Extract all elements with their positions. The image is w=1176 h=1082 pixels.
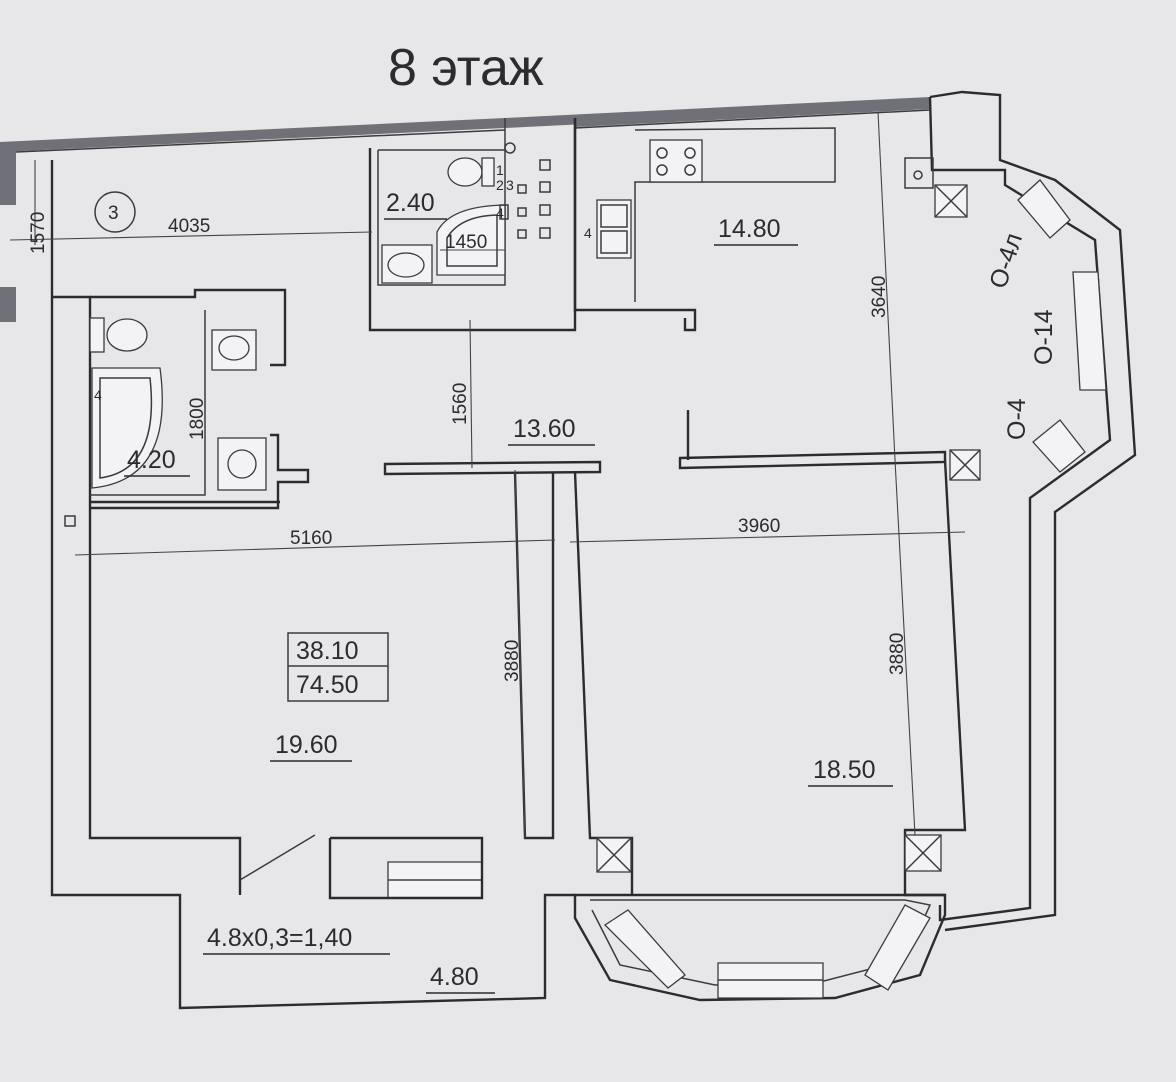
bay-window-mid bbox=[1072, 271, 1107, 391]
dim-1560: 1560 bbox=[450, 383, 471, 425]
stove-icon bbox=[649, 139, 703, 183]
small-sink-icon bbox=[381, 244, 433, 284]
dim-3640: 3640 bbox=[869, 276, 890, 318]
apartment-number-circle bbox=[94, 191, 136, 233]
hall-partition-left bbox=[383, 460, 602, 476]
room-area-bathroom-small: 2.40 bbox=[386, 189, 435, 217]
center-wall-right bbox=[573, 471, 634, 895]
fixture-label-3: 3 bbox=[506, 177, 514, 193]
left-inner-wall bbox=[52, 295, 242, 895]
dim-4035: 4035 bbox=[168, 216, 210, 237]
living-area: 38.10 bbox=[296, 637, 359, 665]
right-exterior-wall bbox=[928, 96, 1112, 922]
room-area-balcony: 4.80 bbox=[430, 963, 479, 991]
dim-1570: 1570 bbox=[28, 212, 49, 254]
totals-box bbox=[287, 632, 389, 702]
right-outer-wall bbox=[929, 90, 1137, 932]
top-wall-hatch bbox=[0, 97, 930, 152]
fixture-squares bbox=[499, 159, 551, 239]
dim-3880-right: 3880 bbox=[887, 633, 908, 675]
fixture-label-1: 1 bbox=[496, 162, 504, 178]
dim-1800: 1800 bbox=[187, 398, 208, 440]
left-wall-stub-2 bbox=[0, 287, 16, 322]
fixture-label-bathtub: 4 bbox=[94, 387, 102, 403]
top-wall-line-right bbox=[574, 109, 931, 129]
hall-partition-right bbox=[678, 450, 947, 470]
dim-3960: 3960 bbox=[738, 516, 780, 537]
toilet-small-icon bbox=[447, 142, 516, 187]
window-label-1: О-4л bbox=[984, 230, 1028, 292]
vent-shaft-top bbox=[934, 184, 968, 218]
bay-window-top bbox=[1017, 179, 1071, 239]
fixture-label-4: 4 bbox=[496, 205, 504, 221]
bay-window-left bbox=[603, 909, 686, 989]
small-marker bbox=[64, 515, 76, 527]
vent-shaft-bottom-left bbox=[596, 837, 632, 873]
kitchen-sink-icon bbox=[596, 199, 632, 259]
vent-box bbox=[904, 157, 934, 189]
floor-title: 8 этаж bbox=[388, 39, 544, 97]
bathroom-wall bbox=[90, 288, 287, 367]
window-label-2: О-14 bbox=[1030, 309, 1058, 365]
balcony-door bbox=[239, 834, 316, 881]
dim-5160: 5160 bbox=[290, 528, 332, 549]
vent-shaft-bottom-right bbox=[904, 834, 942, 872]
dimension-lines bbox=[9, 111, 966, 839]
fixture-label-2: 2 bbox=[496, 177, 504, 193]
right-room-wall bbox=[903, 459, 967, 897]
balcony-formula: 4.8х0,3=1,40 bbox=[207, 924, 352, 952]
fixture-label-kitchen: 4 bbox=[584, 225, 592, 241]
sink-icon bbox=[211, 329, 257, 371]
room-area-hall: 13.60 bbox=[513, 415, 576, 443]
bottom-bay-outer bbox=[573, 893, 947, 1002]
bay-window-bottom bbox=[1032, 419, 1086, 473]
bay-window-right bbox=[864, 904, 931, 991]
top-wall-line bbox=[15, 129, 506, 153]
dim-3880-left: 3880 bbox=[502, 640, 523, 682]
bathtub-icon bbox=[91, 367, 163, 489]
room-area-bathroom: 4.20 bbox=[127, 446, 176, 474]
top-wall-hatch-right bbox=[575, 99, 931, 127]
shower-icon bbox=[436, 204, 506, 276]
balcony-wall-block bbox=[328, 836, 484, 900]
left-exterior-wall bbox=[50, 297, 575, 1010]
total-area: 74.50 bbox=[296, 671, 359, 699]
room-area-left: 19.60 bbox=[275, 731, 338, 759]
window-label-3: О-4 bbox=[1003, 398, 1031, 440]
apartment-number: 3 bbox=[108, 203, 119, 224]
left-wall-stub bbox=[0, 142, 16, 205]
kitchen-counter bbox=[634, 127, 836, 302]
small-bathroom-inner bbox=[377, 149, 506, 286]
vent-circle bbox=[913, 170, 923, 180]
kitchen-wall bbox=[573, 118, 697, 332]
toilet-icon bbox=[89, 317, 148, 353]
dim-1450: 1450 bbox=[445, 232, 487, 253]
vent-shaft-mid bbox=[949, 449, 981, 481]
bathroom-bottom-wall bbox=[90, 433, 310, 510]
washing-machine-icon bbox=[217, 437, 267, 491]
room-area-right: 18.50 bbox=[813, 756, 876, 784]
room-area-kitchen: 14.80 bbox=[718, 215, 781, 243]
